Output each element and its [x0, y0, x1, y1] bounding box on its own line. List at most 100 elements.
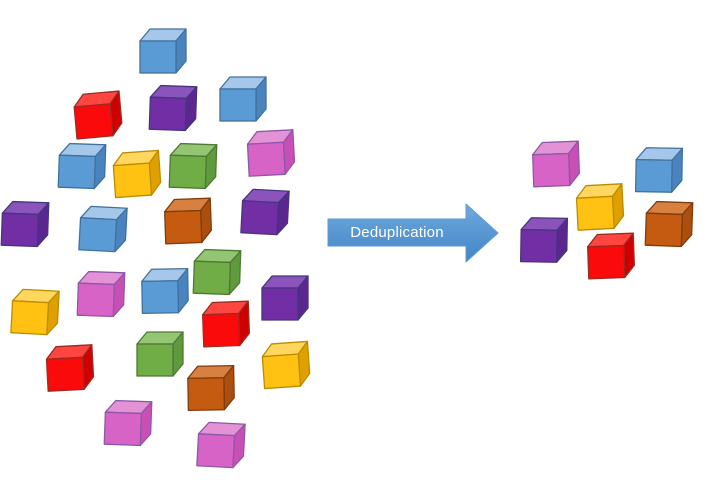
cube-purple-9: [0, 200, 50, 248]
cube-front-face: [219, 88, 257, 122]
cube-blue-14: [141, 267, 189, 315]
cube-top-face: [112, 149, 160, 167]
cube-side-face: [670, 147, 684, 193]
cube-top-face: [11, 288, 60, 304]
cube-front-face: [261, 287, 299, 321]
cube-top-face: [520, 217, 569, 231]
cube-side-face: [555, 217, 569, 263]
cube-orange-21: [187, 364, 235, 412]
cube-front-face: [246, 141, 286, 177]
cube-yellow-3: [575, 183, 625, 231]
cube-side-face: [114, 207, 128, 253]
cube-front-face: [202, 312, 241, 348]
cube-top-face: [261, 340, 309, 358]
cube-orange-11: [164, 197, 212, 245]
cube-side-face: [255, 76, 267, 122]
cube-side-face: [611, 183, 625, 229]
cube-top-face: [635, 147, 684, 161]
cube-top-face: [73, 90, 120, 108]
cube-side-face: [237, 300, 250, 347]
cube-top-face: [246, 129, 294, 145]
cube-top-face: [141, 267, 189, 283]
cube-blue-1: [139, 28, 187, 74]
cube-green-20: [136, 331, 184, 377]
cube-top-face: [169, 142, 218, 158]
cube-yellow-6: [112, 149, 162, 199]
cube-front-face: [139, 40, 177, 74]
cube-top-face: [193, 248, 242, 264]
cube-magenta-13: [76, 270, 126, 318]
cube-front-face: [57, 154, 96, 190]
cube-side-face: [93, 144, 107, 190]
cube-front-face: [196, 433, 236, 469]
cube-side-face: [36, 202, 50, 248]
cube-side-face: [46, 290, 60, 336]
cube-red-19: [45, 344, 95, 392]
cube-red-2: [73, 90, 123, 140]
cube-top-face: [219, 76, 267, 90]
cube-purple-3: [148, 84, 198, 132]
cube-front-face: [0, 212, 39, 248]
cube-top-face: [139, 28, 187, 42]
cube-top-face: [645, 200, 694, 216]
cube-side-face: [297, 275, 309, 321]
cube-front-face: [141, 280, 180, 315]
cube-front-face: [644, 212, 683, 248]
cube-side-face: [199, 197, 212, 244]
cube-top-face: [164, 197, 211, 213]
cube-top-face: [532, 140, 579, 156]
cube-front-face: [10, 300, 50, 336]
cube-front-face: [532, 152, 571, 188]
cube-top-face: [1, 200, 50, 216]
cube-side-face: [184, 86, 198, 132]
cube-front-face: [240, 200, 280, 236]
cube-blue-2: [634, 147, 684, 193]
cube-purple-5: [519, 217, 569, 263]
cube-green-15: [192, 248, 242, 296]
cube-side-face: [282, 129, 296, 175]
cube-top-face: [261, 275, 309, 289]
cube-blue-4: [219, 76, 267, 122]
cube-front-face: [103, 411, 142, 447]
deduplication-arrow-label: Deduplication: [350, 224, 444, 241]
cube-front-face: [587, 244, 626, 280]
cube-front-face: [76, 282, 115, 318]
cube-purple-16: [261, 275, 309, 321]
cube-side-face: [81, 344, 95, 390]
cube-side-face: [112, 272, 126, 318]
cube-front-face: [634, 158, 673, 193]
cube-side-face: [680, 202, 694, 248]
cube-front-face: [168, 154, 207, 190]
cube-top-face: [136, 331, 184, 345]
cube-top-face: [197, 421, 246, 437]
cube-side-face: [567, 140, 580, 187]
cube-side-face: [139, 401, 153, 447]
cube-front-face: [575, 195, 615, 231]
cube-yellow-22: [261, 340, 311, 390]
cube-purple-12: [240, 188, 290, 236]
cube-front-face: [73, 103, 114, 140]
cube-magenta-24: [196, 421, 246, 469]
cube-front-face: [187, 377, 226, 412]
cube-orange-4: [644, 200, 694, 248]
deduplication-arrow: [327, 203, 499, 263]
cube-side-face: [148, 149, 162, 196]
cube-red-18: [202, 300, 250, 348]
cube-top-face: [104, 399, 153, 415]
cube-top-face: [77, 270, 126, 286]
cube-front-face: [45, 356, 85, 392]
cube-top-face: [202, 300, 249, 316]
cube-side-face: [622, 232, 635, 279]
cube-front-face: [78, 217, 118, 253]
cube-top-face: [187, 364, 235, 380]
cube-side-face: [109, 90, 123, 137]
cube-magenta-8: [246, 129, 296, 177]
cube-side-face: [223, 364, 235, 411]
cube-blue-5: [57, 142, 107, 190]
cube-side-face: [297, 340, 311, 387]
cube-top-face: [575, 183, 623, 199]
cube-side-face: [172, 331, 184, 377]
cube-side-face: [175, 28, 187, 74]
cube-side-face: [177, 267, 189, 314]
